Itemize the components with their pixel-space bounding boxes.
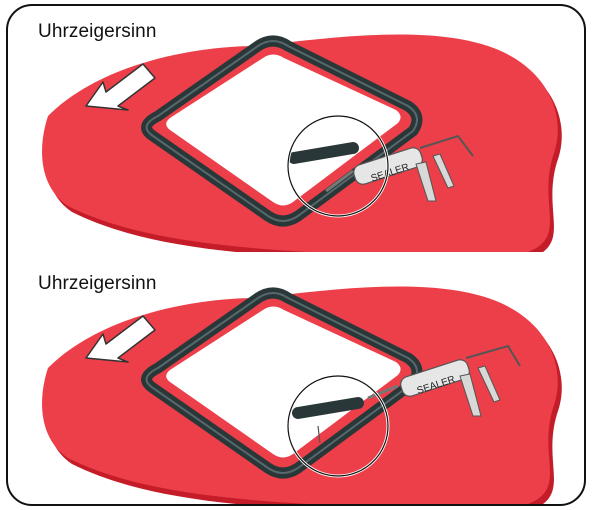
panel-2: SEALER Uhrzeigersinn: [8, 258, 584, 504]
diagram-frame: SEALER Uhrzeigersinn: [6, 4, 586, 506]
panel-1: SEALER Uhrzeigersinn: [8, 6, 584, 252]
caption-text: Uhrzeigersinn: [38, 273, 157, 295]
caption-box: Uhrzeigersinn: [32, 14, 212, 48]
caption-text: Uhrzeigersinn: [38, 21, 157, 43]
caption-box: Uhrzeigersinn: [32, 266, 212, 300]
